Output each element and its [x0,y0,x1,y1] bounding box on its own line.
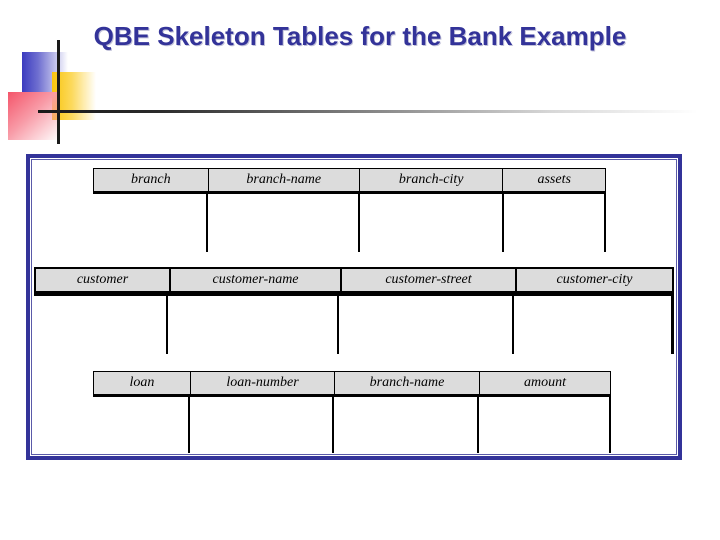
header-cell-customer-city[interactable]: customer-city [515,269,672,291]
horizontal-rule-decor [38,110,698,113]
content-panel: branch branch-name branch-city assets cu… [26,154,682,460]
table-entry-area-loan[interactable] [93,395,611,453]
qbe-skeleton-table-customer[interactable]: customer customer-name customer-street c… [34,267,674,354]
table-header-row-branch: branch branch-name branch-city assets [93,168,606,192]
header-cell-loan-number[interactable]: loan-number [190,372,334,394]
table-right-edge [604,194,606,252]
column-divider-3 [502,194,504,252]
header-cell-relation-loan[interactable]: loan [129,375,155,390]
header-cell-amount[interactable]: amount [479,372,610,394]
table-entry-area-customer[interactable] [34,293,674,354]
header-cell-branch-name[interactable]: branch-name [334,372,479,394]
table-right-edge [671,296,674,354]
column-divider-2 [332,397,334,453]
header-cell-customer-street[interactable]: customer-street [340,269,515,291]
column-divider-2 [358,194,360,252]
column-divider-1 [188,397,190,453]
column-divider-3 [477,397,479,453]
decorative-squares-motif [0,40,140,150]
header-cell-branch-name[interactable]: branch-name [207,169,359,191]
column-divider-1 [166,296,168,354]
qbe-skeleton-table-branch[interactable]: branch branch-name branch-city assets [93,168,606,252]
header-cell-assets[interactable]: assets [502,169,605,191]
header-cell-customer-name[interactable]: customer-name [169,269,340,291]
column-divider-2 [337,296,339,354]
header-cell-relation-branch[interactable]: branch [130,172,171,187]
table-header-row-loan: loan loan-number branch-name amount [93,371,611,395]
qbe-skeleton-table-loan[interactable]: loan loan-number branch-name amount [93,371,611,453]
column-divider-3 [512,296,514,354]
table-header-row-customer: customer customer-name customer-street c… [34,267,674,293]
header-cell-relation-customer[interactable]: customer [76,272,129,287]
column-divider-1 [206,194,208,252]
table-entry-area-branch[interactable] [93,192,606,252]
table-right-edge [609,397,611,453]
header-cell-branch-city[interactable]: branch-city [358,169,502,191]
red-square-decor [8,92,60,140]
page-title: QBE Skeleton Tables for the Bank Example [93,21,627,51]
vertical-rule-decor [57,40,60,144]
